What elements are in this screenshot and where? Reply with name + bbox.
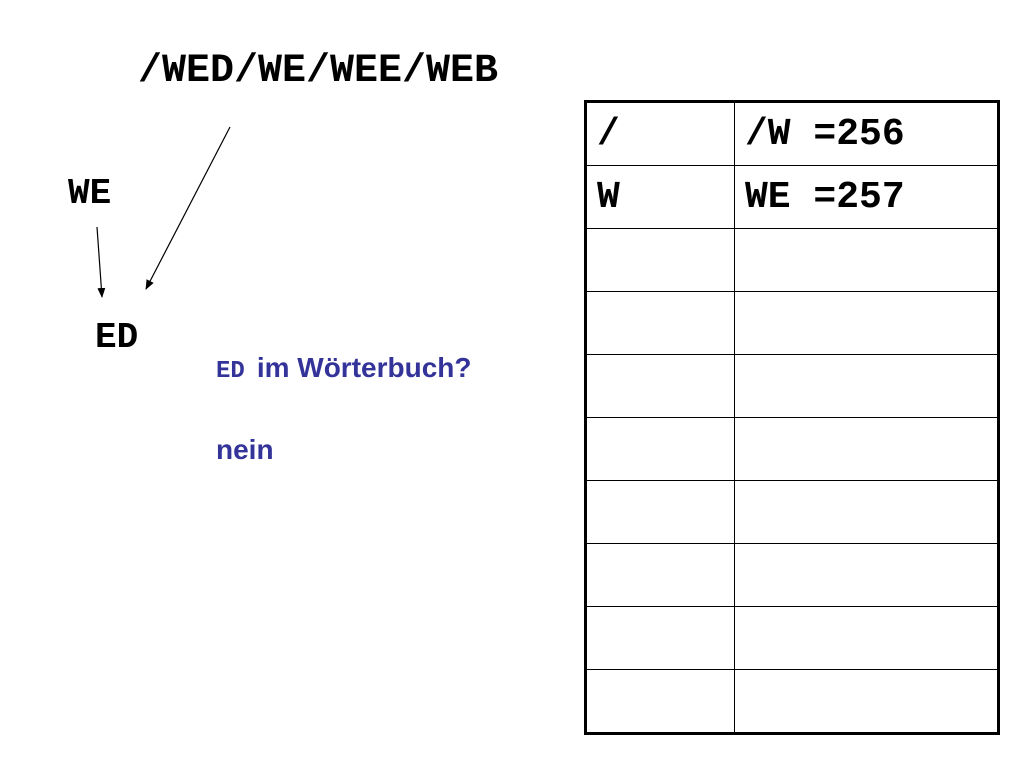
dictionary-value <box>734 480 999 544</box>
table-row <box>585 228 999 292</box>
dictionary-key <box>585 228 735 292</box>
dictionary-key <box>585 354 735 418</box>
arrow-string-to-ed <box>145 126 231 290</box>
candidate-word: ED <box>95 317 139 358</box>
dictionary-key <box>585 606 735 670</box>
dictionary-value <box>734 669 999 734</box>
dictionary-value <box>734 228 999 292</box>
dictionary-value: WE =257 <box>734 165 999 229</box>
dictionary-key <box>585 417 735 481</box>
dictionary-value <box>734 417 999 481</box>
table-row: / /W =256 <box>585 101 999 166</box>
dictionary-key <box>585 291 735 355</box>
table-row: W WE =257 <box>585 165 999 229</box>
arrow-we-to-ed <box>96 226 106 298</box>
question-text: im Wörterbuch? <box>256 352 472 383</box>
table-row <box>585 480 999 544</box>
dictionary-key <box>585 480 735 544</box>
table-row <box>585 417 999 481</box>
answer-text: nein <box>216 434 274 465</box>
current-word: WE <box>68 173 112 214</box>
dictionary-key: / <box>585 101 735 166</box>
dictionary-value <box>734 543 999 607</box>
dictionary-key: W <box>585 165 735 229</box>
input-string: /WED/WE/WEE/WEB <box>138 49 499 94</box>
table-row <box>585 543 999 607</box>
dictionary-value <box>734 606 999 670</box>
dictionary-value: /W =256 <box>734 101 999 166</box>
table-row <box>585 291 999 355</box>
dictionary-question: ED im Wörterbuch? <box>216 350 471 390</box>
dictionary-table: / /W =256 W WE =257 <box>584 100 1000 735</box>
dictionary-key <box>585 669 735 734</box>
table-row <box>585 669 999 734</box>
question-code: ED <box>216 358 245 385</box>
dictionary-value <box>734 291 999 355</box>
dictionary-value <box>734 354 999 418</box>
dictionary-key <box>585 543 735 607</box>
table-row <box>585 354 999 418</box>
table-row <box>585 606 999 670</box>
